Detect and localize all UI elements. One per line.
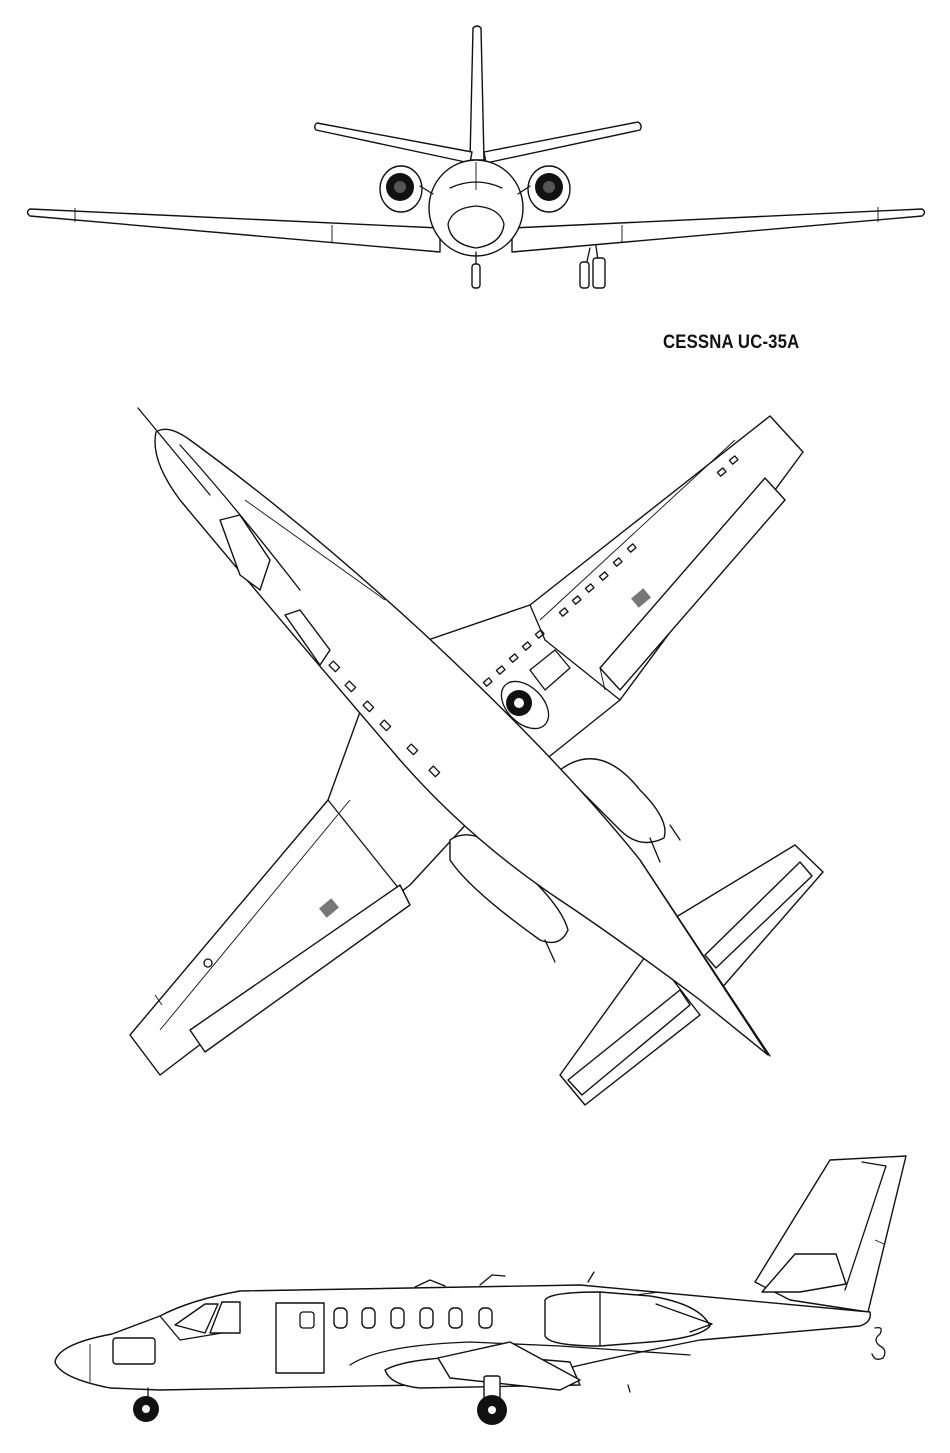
artist-signature [871, 1326, 886, 1360]
plan-lower-elevator [567, 989, 691, 1096]
plan-upper-flap-hinge [599, 667, 606, 691]
plan-lower-wingtip-mark [154, 994, 163, 1006]
front-nose-gear [471, 251, 481, 289]
plan-fuselage [154, 428, 769, 1056]
plan-upper-engine-nacelle [559, 758, 666, 844]
plan-upper-wing-panels [482, 455, 739, 687]
plan-windshield [219, 514, 271, 591]
front-vertical-fin [469, 25, 485, 161]
side-windshield [174, 1303, 219, 1334]
plan-cabin-door [284, 609, 331, 666]
side-main-gear [477, 1375, 507, 1425]
plan-lower-flap [189, 884, 411, 1053]
side-antenna-3 [587, 1271, 595, 1283]
side-rudder [844, 1161, 887, 1291]
side-cockpit-window [209, 1301, 241, 1334]
side-belly-antenna [627, 1384, 631, 1393]
plan-tail-cone [639, 859, 771, 1057]
aircraft-title: CESSNA UC-35A [663, 332, 800, 353]
plan-upper-engine-exhaust [649, 837, 661, 863]
front-nose-cone [447, 205, 505, 249]
front-right-wing [511, 208, 926, 253]
plan-lower-wing-root-line [327, 799, 401, 891]
front-right-stabilizer [483, 121, 642, 164]
front-left-stabilizer [314, 122, 473, 164]
side-antenna-2 [479, 1274, 506, 1286]
side-antenna-1 [414, 1279, 446, 1288]
side-cabin-windows [333, 1307, 493, 1329]
plan-gear-door [529, 649, 571, 691]
front-left-engine [379, 165, 434, 213]
plan-upper-wing-emblem [631, 588, 651, 608]
side-engine-nacelle [544, 1291, 711, 1347]
plan-pitot-probe [137, 407, 211, 496]
front-right-engine [517, 165, 571, 213]
plan-fuselage-panel-line [244, 499, 386, 601]
plan-upper-wing-root-line [529, 604, 621, 701]
plan-upper-engine-tail [669, 824, 681, 841]
plan-cabin-windows [328, 660, 441, 778]
side-engine-exhaust [655, 1303, 713, 1333]
plan-lower-wing-emblem [319, 898, 339, 918]
side-rudder-tab [874, 1239, 885, 1245]
side-view: & [54, 1155, 907, 1425]
side-flap [437, 1341, 581, 1391]
front-view [26, 25, 926, 289]
plan-upper-elevator [704, 861, 813, 969]
side-pylon [634, 1291, 661, 1296]
plan-upper-flap [599, 477, 786, 691]
plan-main-wheel [500, 680, 550, 730]
side-stabilizer-root [761, 1253, 847, 1293]
side-wing-fillet [349, 1341, 691, 1366]
side-door-window [299, 1311, 315, 1329]
plan-cockpit-frame [179, 444, 301, 591]
plan-view [129, 407, 824, 1106]
front-left-wing [26, 208, 441, 253]
front-main-gear [579, 245, 606, 289]
side-nose-gear [133, 1387, 159, 1422]
plan-lower-wing-fuel-cap [203, 958, 213, 968]
side-nose-panel [112, 1337, 156, 1365]
plan-upper-spar-line [539, 439, 736, 621]
plan-lower-engine-exhaust [544, 939, 556, 963]
plan-lower-spar-line [159, 799, 351, 1031]
